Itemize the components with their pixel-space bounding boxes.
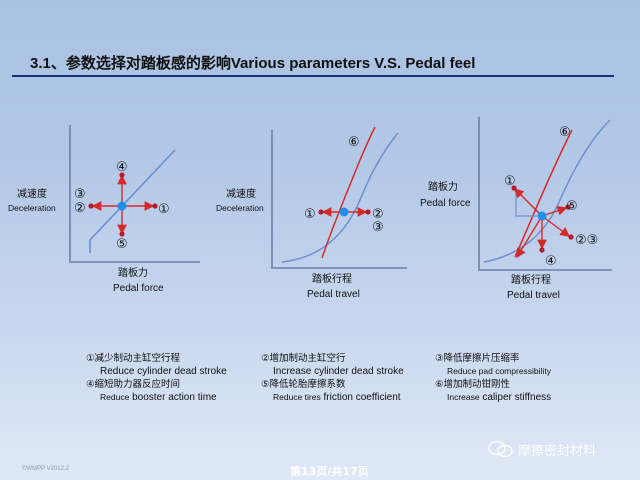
legend-column-1: ①减少制动主缸空行程 Reduce cylinder dead stroke ④…	[86, 352, 227, 404]
watermark-text: 摩擦密封材料	[518, 444, 597, 459]
chart3-x-label-cn: 踏板行程	[511, 273, 551, 286]
chart1-marker-left-a: ③	[74, 187, 86, 202]
legend-item-6-en: Increase caliper stiffness	[447, 392, 552, 403]
chart3-red-curve	[514, 129, 573, 258]
chart1-marker-bottom: ⑤	[116, 237, 128, 252]
chart2-marker-left: ①	[304, 207, 316, 222]
chart2-red-curve	[321, 126, 376, 259]
chart-pedal-force: ④ ① ⑤ ③ ② 减速度 Deceleration 踏板力 Pedal for…	[8, 125, 200, 294]
legend-item-3: ③降低摩擦片压缩率 Reduce pad compressibility	[435, 352, 551, 378]
legend-item-2-cn: ②增加制动主缸空行	[261, 353, 346, 364]
legend-item-3-en: Reduce pad compressibility	[447, 366, 551, 376]
chart3-x-label-en: Pedal travel	[507, 290, 560, 301]
chart3-marker-down-right: ②③	[575, 233, 598, 248]
chart1-y-label-en: Deceleration	[8, 203, 56, 213]
legend-column-3: ③降低摩擦片压缩率 Reduce pad compressibility ⑥增加…	[435, 352, 551, 404]
chart1-axes	[69, 125, 200, 263]
chart3-operating-point	[537, 211, 547, 221]
chart1-x-label-en: Pedal force	[113, 283, 164, 294]
chart3-y-label-en: Pedal force	[420, 198, 471, 209]
page-number: 第13页/共17页	[290, 465, 369, 478]
chart3-marker-up-left: ①	[504, 174, 516, 189]
legend-item-4-cn: ④缩短助力器反应时间	[86, 379, 181, 390]
chart1-curve	[89, 149, 176, 253]
legend-item-5-en: Reduce tires friction coefficient	[273, 392, 401, 403]
footer-code: ©WMPP V2012.2	[22, 466, 69, 472]
legend-item-1-cn: ①减少制动主缸空行程	[86, 353, 181, 364]
chart1-marker-left-b: ②	[74, 201, 86, 216]
legend-column-2: ②增加制动主缸空行 Increase cylinder dead stroke …	[261, 352, 404, 404]
chart2-marker-right-a: ②	[372, 207, 384, 222]
chart3-blue-curve	[483, 119, 611, 263]
legend-item-2-en: Increase cylinder dead stroke	[273, 366, 404, 377]
chart2-operating-point	[339, 207, 349, 217]
title-rule	[12, 75, 614, 77]
chart3-y-label-cn: 踏板力	[428, 180, 458, 193]
chart1-x-label-cn: 踏板力	[118, 266, 148, 279]
legend-item-4: ④缩短助力器反应时间 Reduce booster action time	[86, 378, 227, 404]
chart3-axes	[478, 117, 612, 271]
legend-item-2: ②增加制动主缸空行 Increase cylinder dead stroke	[261, 352, 404, 378]
chart2-x-label-en: Pedal travel	[307, 289, 360, 300]
chart1-marker-top: ④	[116, 160, 128, 175]
chart1-y-label-cn: 减速度	[17, 187, 47, 200]
wechat-icon	[488, 440, 513, 458]
chart1-operating-point	[117, 201, 127, 211]
chart1-marker-right: ①	[158, 202, 170, 217]
chart2-x-label-cn: 踏板行程	[312, 272, 352, 285]
chart3-marker-right: ⑤	[566, 199, 578, 214]
legend-item-3-cn: ③降低摩擦片压缩率	[435, 353, 520, 364]
chart2-y-label-cn: 减速度	[226, 187, 256, 200]
chart2-marker-top: ⑥	[348, 135, 360, 150]
chart2-y-label-en: Deceleration	[216, 203, 264, 213]
slide-title: 3.1、参数选择对踏板感的影响Various parameters V.S. P…	[30, 55, 476, 72]
legend-item-6-cn: ⑥增加制动钳刚性	[435, 379, 511, 390]
chart-pedal-travel: ⑥ ① ② ③ 减速度 Deceleration 踏板行程 Pedal trav…	[216, 126, 407, 300]
chart2-marker-right-b: ③	[372, 220, 384, 235]
chart3-marker-top: ⑥	[559, 125, 571, 140]
legend-item-6: ⑥增加制动钳刚性 Increase caliper stiffness	[435, 378, 551, 404]
chart2-blue-curve	[281, 132, 399, 263]
legend-item-1-en: Reduce cylinder dead stroke	[100, 366, 227, 377]
legend-item-4-en: Reduce booster action time	[100, 392, 217, 403]
legend-item-5: ⑤降低轮胎摩擦系数 Reduce tires friction coeffici…	[261, 378, 404, 404]
legend-item-5-cn: ⑤降低轮胎摩擦系数	[261, 379, 346, 390]
legend-item-1: ①减少制动主缸空行程 Reduce cylinder dead stroke	[86, 352, 227, 378]
chart-force-vs-travel: ⑥ ① ⑤ ④ ②③ 踏板力 Pedal force 踏板行程 Pedal tr…	[420, 117, 612, 301]
chart2-axes	[271, 130, 407, 269]
chart3-marker-down: ④	[545, 254, 557, 269]
